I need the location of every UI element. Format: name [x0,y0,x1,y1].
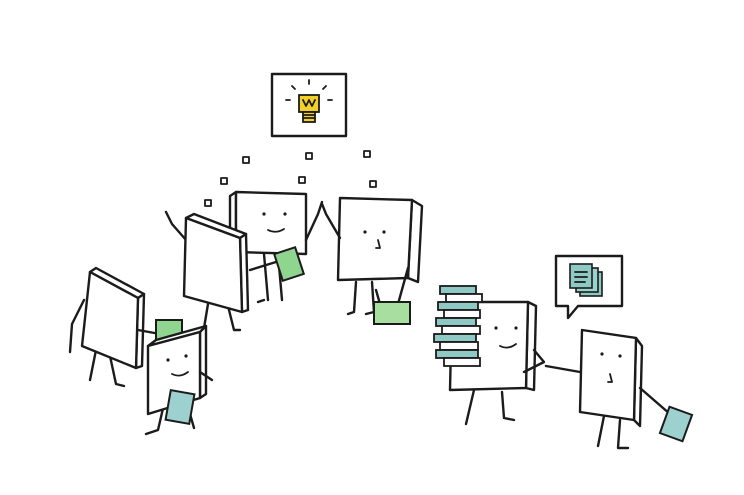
idea-card [270,72,348,138]
character-far-left [68,266,183,388]
character-book-carrier [433,285,546,426]
character-front-left [144,324,214,436]
lightbulb-icon [285,79,333,123]
speech-bubble [554,254,624,320]
teal-sheet [164,388,196,426]
idea-fragments [204,150,377,207]
character-far-right [544,328,694,450]
character-center-right [320,196,424,325]
green-sheet [373,301,411,325]
teal-sheet [658,405,694,443]
document-stack-icon [569,263,603,297]
green-sheet [272,246,306,282]
character-left-tilted [164,210,250,332]
bulb-glass [298,94,320,113]
book-stack [433,285,483,367]
